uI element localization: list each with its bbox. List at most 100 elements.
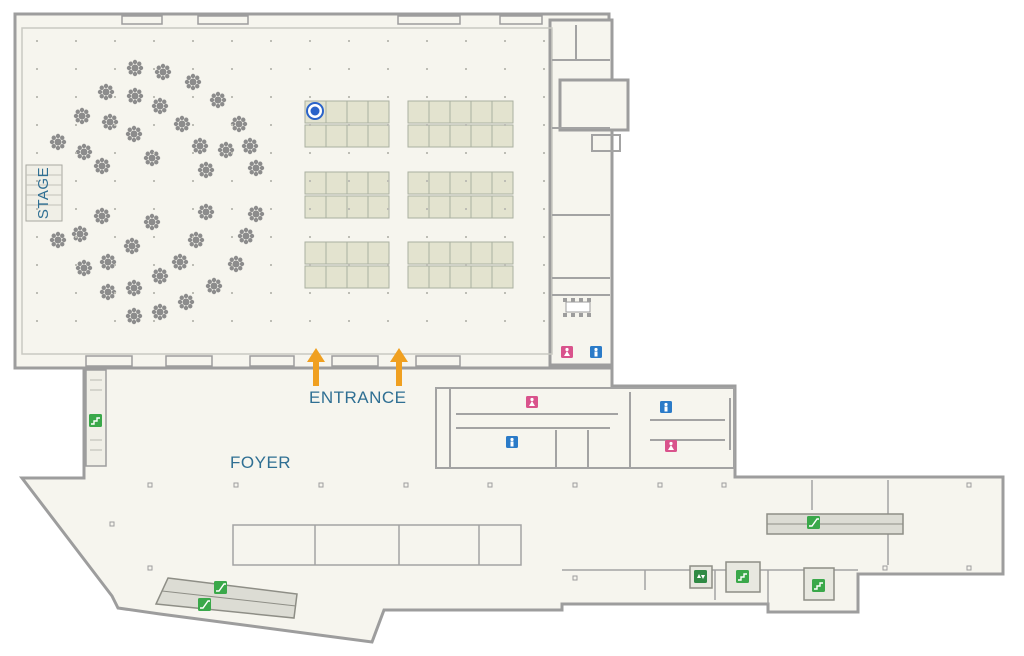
- column-dot: [192, 292, 194, 294]
- column-dot: [543, 236, 545, 238]
- booth: [428, 171, 451, 195]
- column-dot: [153, 40, 155, 42]
- booth: [367, 171, 390, 195]
- column-dot: [309, 320, 311, 322]
- booth: [346, 171, 369, 195]
- column-dot: [114, 40, 116, 42]
- column-dot: [231, 292, 233, 294]
- round-table: [125, 279, 143, 297]
- foyer-column: [882, 565, 888, 571]
- booth: [346, 100, 369, 124]
- round-table: [123, 237, 141, 255]
- booth: [304, 124, 327, 148]
- mens-restroom-icon: [660, 401, 672, 413]
- column-dot: [426, 208, 428, 210]
- round-table: [126, 87, 144, 105]
- booth: [325, 100, 348, 124]
- column-dot: [543, 68, 545, 70]
- round-table: [101, 113, 119, 131]
- column-dot: [114, 152, 116, 154]
- booth: [428, 124, 451, 148]
- column-dot: [504, 208, 506, 210]
- booth: [491, 124, 514, 148]
- structural-columns: [36, 40, 972, 581]
- column-dot: [192, 96, 194, 98]
- column-dot: [543, 264, 545, 266]
- booth: [367, 195, 390, 219]
- restroom-block: [435, 387, 735, 469]
- round-tables: [49, 59, 265, 325]
- booth: [304, 241, 327, 265]
- column-dot: [309, 208, 311, 210]
- mens-restroom-icon: [506, 436, 518, 448]
- foyer-column: [147, 565, 153, 571]
- column-dot: [543, 152, 545, 154]
- booth: [449, 100, 472, 124]
- column-dot: [36, 96, 38, 98]
- round-table: [99, 253, 117, 271]
- booth: [407, 100, 430, 124]
- column-dot: [504, 96, 506, 98]
- column-dot: [75, 96, 77, 98]
- round-table: [126, 59, 144, 77]
- column-dot: [543, 208, 545, 210]
- column-dot: [426, 124, 428, 126]
- column-dot: [36, 292, 38, 294]
- column-dot: [270, 124, 272, 126]
- column-dot: [153, 264, 155, 266]
- southwest-escalator: [154, 577, 298, 619]
- round-table: [93, 207, 111, 225]
- round-table: [197, 161, 215, 179]
- column-dot: [75, 236, 77, 238]
- column-dot: [309, 96, 311, 98]
- column-dot: [270, 208, 272, 210]
- column-dot: [36, 320, 38, 322]
- column-dot: [387, 236, 389, 238]
- column-dot: [192, 40, 194, 42]
- column-dot: [387, 320, 389, 322]
- round-table: [151, 97, 169, 115]
- column-dot: [387, 208, 389, 210]
- round-table: [151, 267, 169, 285]
- column-dot: [231, 236, 233, 238]
- column-dot: [504, 152, 506, 154]
- column-dot: [309, 68, 311, 70]
- column-dot: [504, 264, 506, 266]
- column-dot: [504, 236, 506, 238]
- column-dot: [192, 152, 194, 154]
- column-dot: [153, 208, 155, 210]
- booth: [346, 124, 369, 148]
- round-table: [171, 253, 189, 271]
- column-dot: [504, 180, 506, 182]
- booth: [407, 265, 430, 289]
- column-dot: [153, 292, 155, 294]
- column-dot: [426, 96, 428, 98]
- entrance-label: ENTRANCE: [309, 388, 407, 407]
- column-dot: [348, 68, 350, 70]
- womens-restroom-icon: [526, 396, 538, 408]
- column-dot: [465, 180, 467, 182]
- round-table: [209, 91, 227, 109]
- round-table: [125, 125, 143, 143]
- womens-restroom-icon: [665, 440, 677, 452]
- column-dot: [75, 40, 77, 42]
- round-table: [237, 227, 255, 245]
- column-dot: [231, 320, 233, 322]
- column-dot: [387, 68, 389, 70]
- round-table: [73, 107, 91, 125]
- column-dot: [426, 180, 428, 182]
- column-dot: [114, 208, 116, 210]
- round-table: [241, 137, 259, 155]
- east-escalator: [766, 513, 904, 535]
- escalator-icon: [807, 516, 820, 529]
- column-dot: [348, 208, 350, 210]
- booth: [449, 171, 472, 195]
- column-dot: [114, 180, 116, 182]
- booth: [304, 265, 327, 289]
- ballroom-doors: [85, 15, 543, 367]
- column-dot: [348, 292, 350, 294]
- column-dot: [543, 40, 545, 42]
- booth: [491, 265, 514, 289]
- column-dot: [543, 292, 545, 294]
